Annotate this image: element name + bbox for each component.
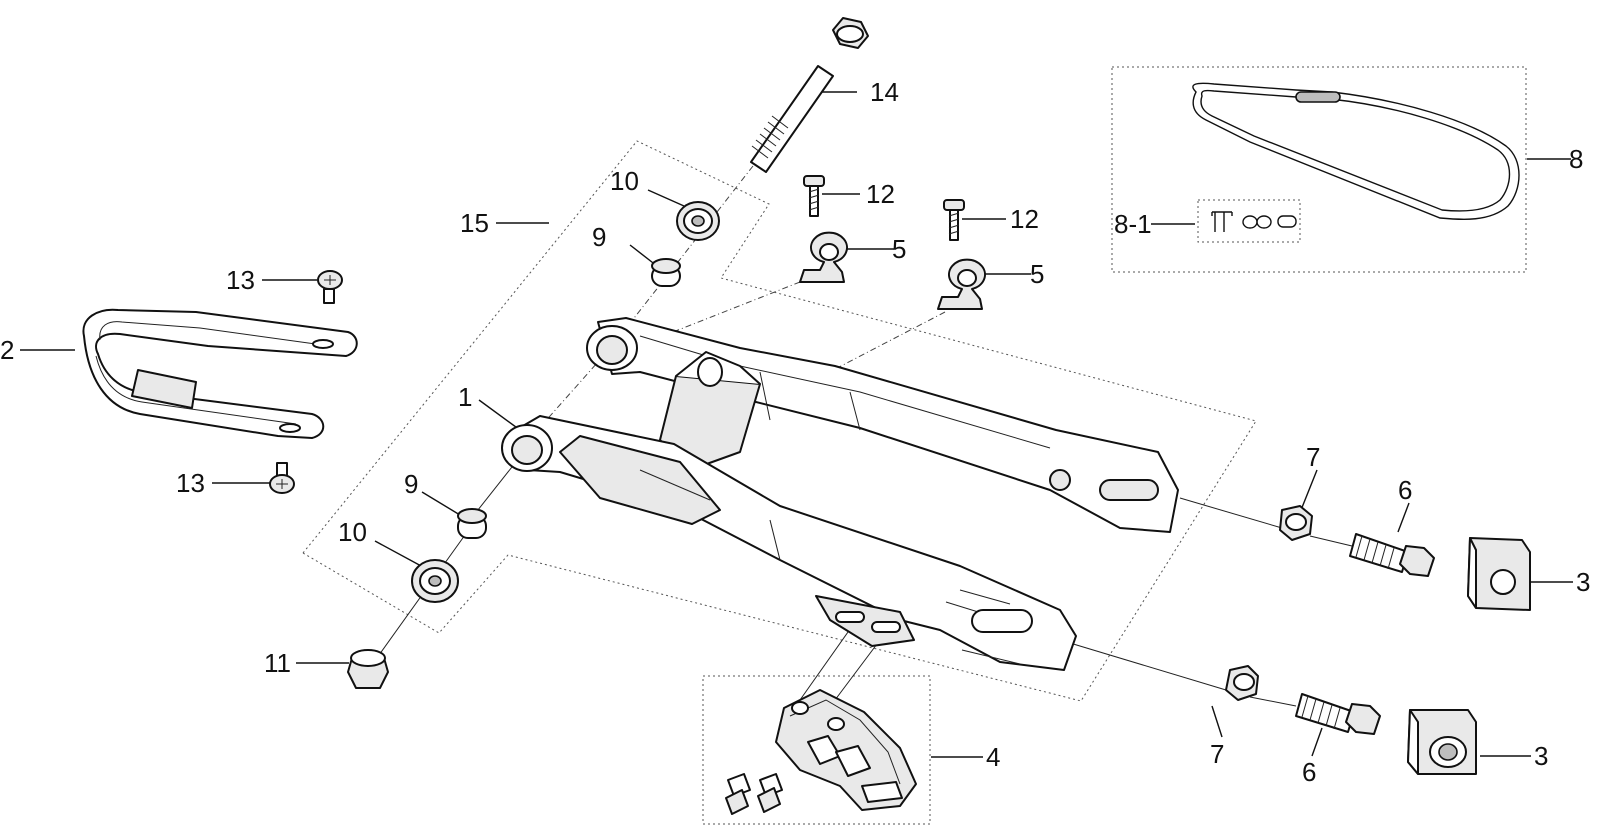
- callout-9-lower: 9: [404, 469, 418, 499]
- chain-guide: [725, 689, 917, 815]
- callout-13-upper: 13: [226, 265, 255, 295]
- callout-7-lower: 7: [1210, 739, 1224, 769]
- chain-guide-frame: [702, 675, 931, 825]
- cable-clip-left: [799, 231, 848, 283]
- callout-10-lower: 10: [338, 517, 367, 547]
- chain-slider: [82, 308, 358, 439]
- callout-labels: 14 15 10 9 12 12 5 5 13 2 1 13 9 10 11 8…: [0, 77, 1590, 787]
- callout-3-upper: 3: [1576, 567, 1590, 597]
- pivot-bolt: [750, 17, 869, 173]
- swingarm: [501, 317, 1179, 671]
- chain-links-detail: [1295, 91, 1341, 103]
- callout-8: 8: [1569, 144, 1583, 174]
- clip-bolt-left: [803, 175, 825, 217]
- bearing-lower: [411, 559, 459, 603]
- adjuster-nut-lower: [1225, 665, 1259, 701]
- master-link-frame: [1197, 199, 1301, 243]
- callout-13-lower: 13: [176, 468, 205, 498]
- chain-slider-screw-lower: [269, 462, 295, 494]
- adjuster-nut-upper: [1279, 505, 1313, 541]
- callout-12-left: 12: [866, 179, 895, 209]
- callout-14: 14: [870, 77, 899, 107]
- axle-block-lower: [1407, 709, 1477, 775]
- drive-chain: [1192, 82, 1520, 221]
- callout-15: 15: [460, 208, 489, 238]
- callout-10-upper: 10: [610, 166, 639, 196]
- clip-bolt-right: [943, 199, 965, 241]
- chain-slider-screw-upper: [317, 270, 343, 304]
- callout-4: 4: [986, 742, 1000, 772]
- bearing-upper: [676, 201, 720, 241]
- axle-block-upper: [1467, 537, 1531, 611]
- spacer-upper: [651, 258, 681, 287]
- callout-6-lower: 6: [1302, 757, 1316, 787]
- spacer-lower: [457, 508, 487, 539]
- chain-kit-frame: [1111, 66, 1527, 273]
- cable-clip-right: [937, 258, 986, 310]
- adjuster-bolt-lower: [1295, 693, 1381, 735]
- callout-8-1: 8-1: [1114, 209, 1152, 239]
- pivot-assembly-frame-lower: [302, 277, 1257, 702]
- callout-6-upper: 6: [1398, 475, 1412, 505]
- pivot-assembly-frame-upper: [302, 140, 770, 554]
- adjuster-bolt-upper: [1349, 533, 1435, 577]
- callout-12-right: 12: [1010, 204, 1039, 234]
- callout-11: 11: [264, 648, 291, 678]
- callout-5-right: 5: [1030, 259, 1044, 289]
- callout-7-upper: 7: [1306, 442, 1320, 472]
- callout-9-upper: 9: [592, 222, 606, 252]
- pivot-nut: [347, 649, 389, 689]
- master-link: [1211, 211, 1297, 232]
- callout-2: 2: [0, 335, 14, 365]
- callout-5-left: 5: [892, 234, 906, 264]
- callout-3-lower: 3: [1534, 741, 1548, 771]
- callout-1: 1: [458, 382, 472, 412]
